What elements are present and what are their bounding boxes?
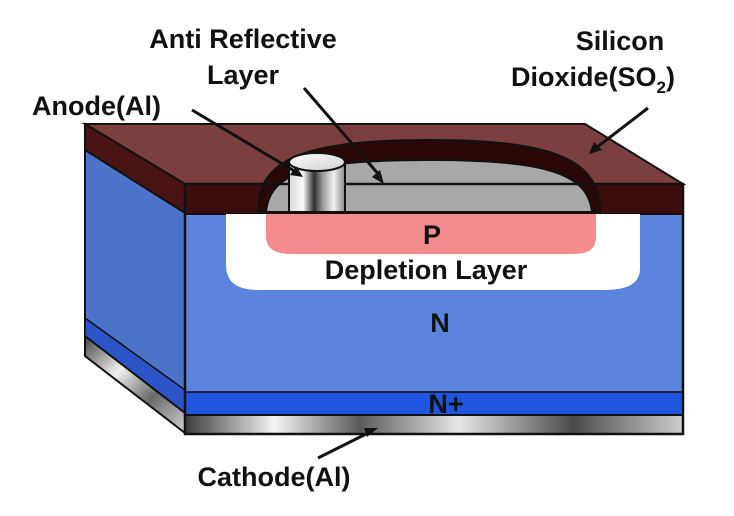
- cathode-pointer: [317, 430, 371, 460]
- n-plus-region: [184, 391, 684, 417]
- cathode-arrowhead: [364, 428, 378, 437]
- p-region: [266, 214, 596, 254]
- p-region-label: P: [423, 220, 441, 250]
- cathode-label: Cathode(Al): [198, 462, 351, 492]
- anode-label: Anode(Al): [32, 91, 161, 121]
- silicon-dioxide-close-paren: ): [666, 62, 675, 92]
- anti-reflective-layer: [264, 158, 594, 213]
- block-side-face: [84, 146, 186, 436]
- anti-reflective-pointer: [302, 87, 382, 177]
- front-face-outline: [183, 182, 685, 436]
- depletion-layer-label: Depletion Layer: [325, 255, 528, 285]
- silicon-dioxide-label-line2: Dioxide(SO2): [511, 62, 675, 97]
- pointer-lines: [191, 87, 649, 460]
- anode-contact: [288, 152, 346, 213]
- anti-reflective-label-line2: Layer: [207, 60, 280, 90]
- silicon-dioxide-arrowhead: [589, 142, 602, 154]
- n-region-label: N: [430, 308, 450, 338]
- n-plus-region-label: N+: [428, 389, 463, 419]
- anti-reflective-arrowhead: [372, 170, 384, 184]
- silicon-dioxide-subscript: 2: [657, 78, 666, 97]
- anode-arrowhead: [290, 166, 303, 177]
- silicon-dioxide-pointer: [595, 106, 649, 150]
- silicon-dioxide-formula: Dioxide(SO: [511, 62, 657, 92]
- anti-reflective-label-line1: Anti Reflective: [149, 24, 337, 54]
- anode-pointer: [191, 108, 297, 174]
- silicon-dioxide-label-line1: Silicon: [576, 26, 665, 56]
